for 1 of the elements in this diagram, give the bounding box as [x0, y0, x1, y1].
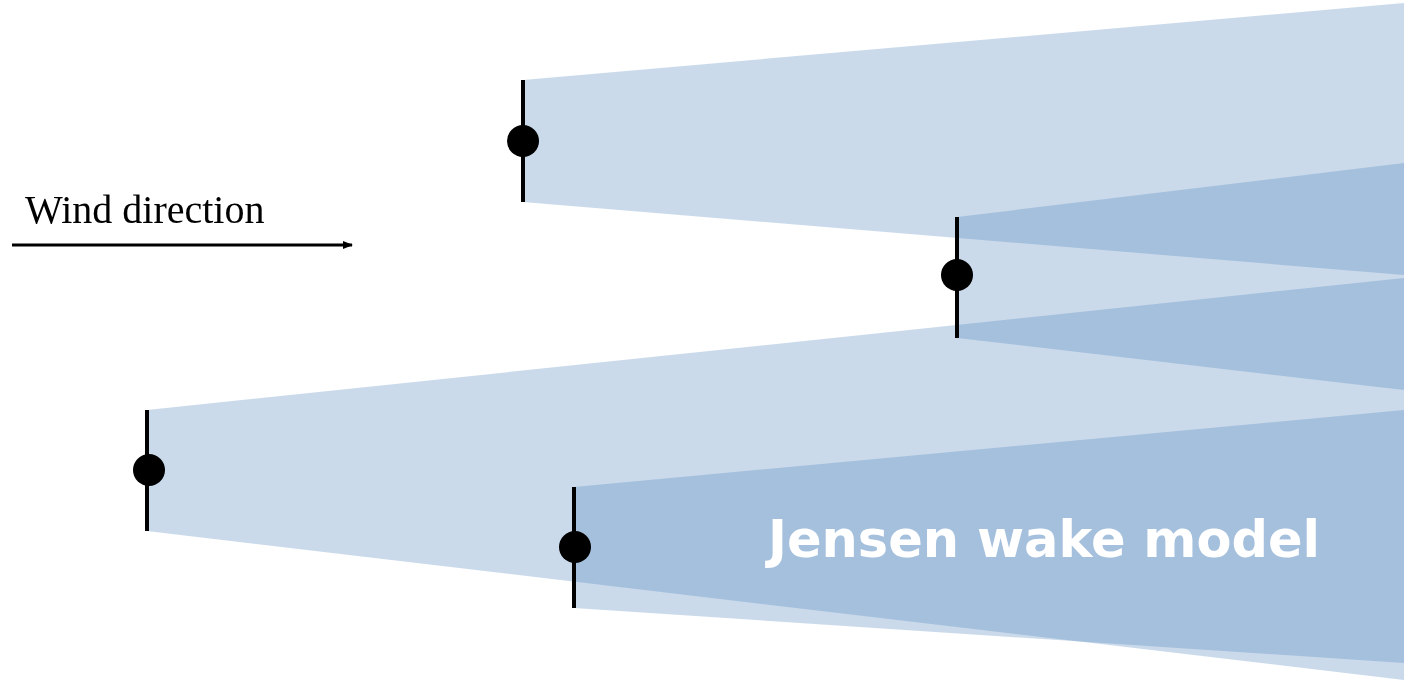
wind-direction-label: Wind direction [25, 186, 265, 233]
